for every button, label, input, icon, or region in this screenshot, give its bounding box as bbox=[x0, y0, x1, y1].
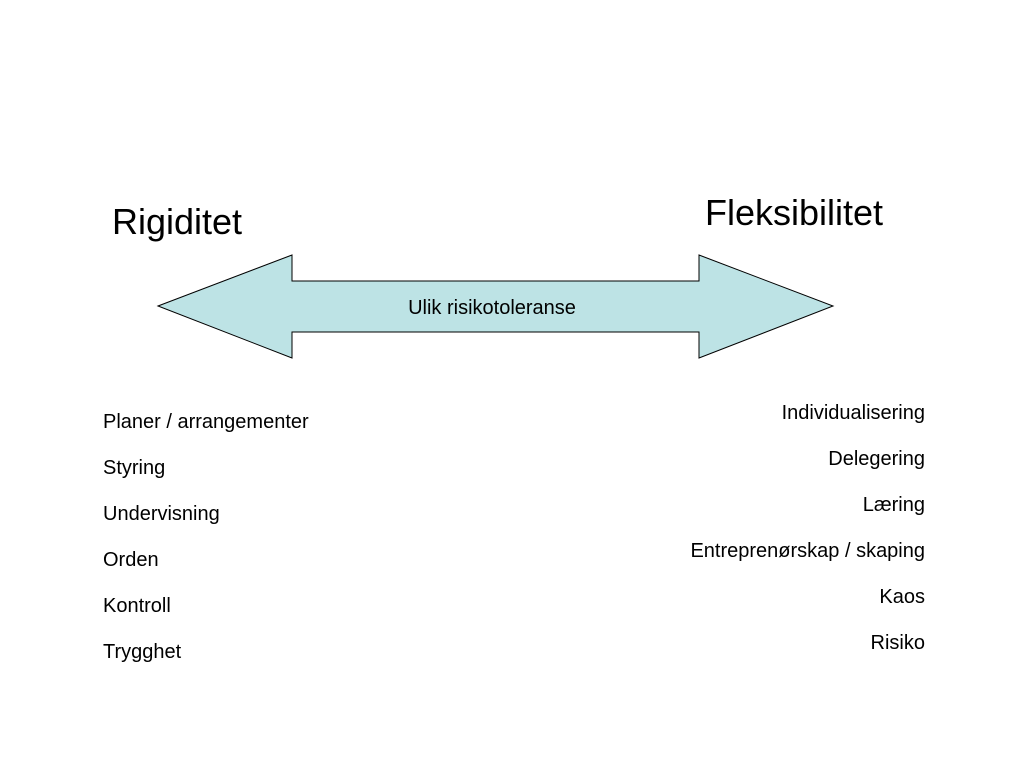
list-item: Trygghet bbox=[103, 641, 182, 663]
list-item: Planer / arrangementer bbox=[103, 411, 309, 433]
rigiditet-list: Planer / arrangementer Styring Undervisn… bbox=[103, 410, 309, 686]
list-item: Kontroll bbox=[103, 595, 171, 617]
list-item: Kaos bbox=[879, 586, 925, 608]
list-item: Styring bbox=[103, 457, 166, 479]
list-item: Individualisering bbox=[781, 402, 925, 424]
list-item: Læring bbox=[862, 494, 925, 516]
heading-fleksibilitet: Fleksibilitet bbox=[705, 192, 884, 233]
list-item: Orden bbox=[103, 549, 159, 571]
heading-rigiditet: Rigiditet bbox=[112, 201, 243, 242]
list-item: Undervisning bbox=[103, 503, 220, 525]
list-item: Entreprenørskap / skaping bbox=[690, 540, 925, 562]
arrow-label: Ulik risikotoleranse bbox=[408, 297, 576, 319]
list-item: Risiko bbox=[870, 632, 925, 654]
double-arrow-shape bbox=[156, 254, 835, 359]
fleksibilitet-list: Individualisering Delegering Læring Entr… bbox=[690, 401, 925, 677]
list-item: Delegering bbox=[828, 448, 925, 470]
